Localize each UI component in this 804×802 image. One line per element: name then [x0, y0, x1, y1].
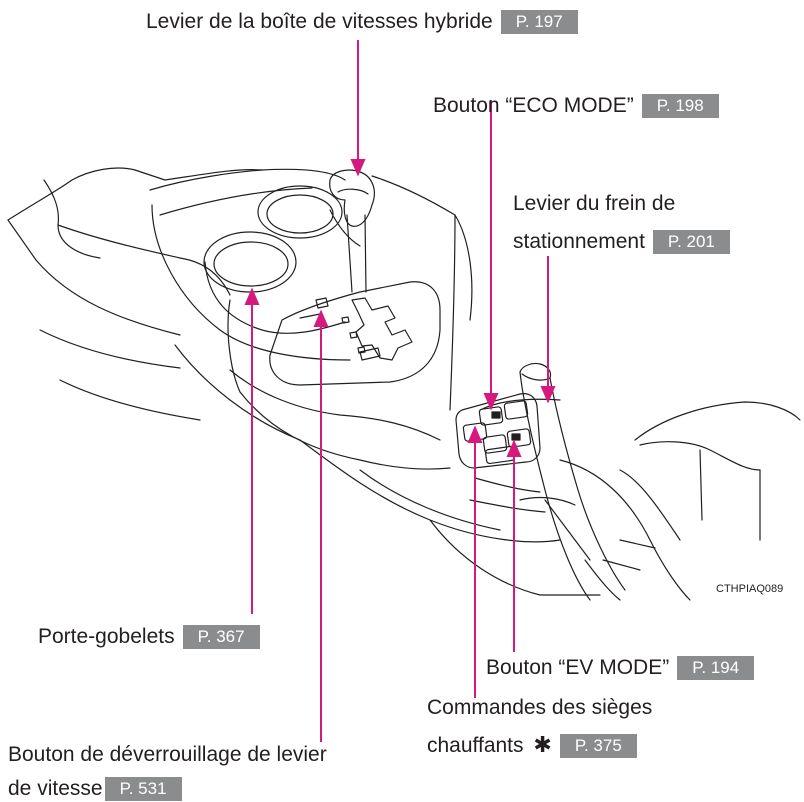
ev-mode-page-badge[interactable]: P. 194	[677, 656, 754, 680]
shift-lock-label-line1: Bouton de déverrouillage de levier	[8, 742, 327, 768]
cup-holders-label: Porte-gobelets P. 367	[38, 624, 260, 650]
shift-lock-text-line1: Bouton de déverrouillage de levier	[8, 743, 327, 766]
parking-brake-text-line2: stationnement	[513, 230, 645, 253]
shift-lock-text-line2: de vitesse	[8, 777, 103, 800]
parking-brake-label-line2: stationnement P. 201	[513, 229, 730, 255]
eco-mode-label: Bouton “ECO MODE” P. 198	[433, 93, 719, 119]
heated-seats-label-line2: chauffants ✱ P. 375	[427, 732, 637, 759]
parking-brake-label-line1: Levier du frein de	[513, 191, 675, 217]
ev-mode-label: Bouton “EV MODE” P. 194	[486, 655, 754, 681]
gear-lever-label: Levier de la boîte de vitesses hybride P.…	[146, 9, 578, 35]
parking-brake-page-badge[interactable]: P. 201	[653, 230, 730, 254]
gear-lever-page-badge[interactable]: P. 197	[501, 10, 578, 34]
gear-lever-text: Levier de la boîte de vitesses hybride	[146, 10, 493, 33]
heated-seats-label-line1: Commandes des sièges	[427, 695, 652, 721]
shift-lock-page-badge[interactable]: P. 531	[105, 777, 182, 801]
ev-mode-text: Bouton “EV MODE”	[486, 656, 669, 679]
heated-seats-page-badge[interactable]: P. 375	[560, 734, 637, 758]
eco-mode-page-badge[interactable]: P. 198	[642, 94, 719, 118]
cup-holders-text: Porte-gobelets	[38, 625, 175, 648]
image-code: CTHPIAQ089	[716, 583, 783, 595]
asterisk-icon: ✱	[533, 732, 551, 757]
heated-seats-text-line1: Commandes des sièges	[427, 696, 652, 719]
eco-mode-text: Bouton “ECO MODE”	[433, 94, 634, 117]
parking-brake-text-line1: Levier du frein de	[513, 192, 675, 215]
heated-seats-text-line2: chauffants	[427, 734, 524, 757]
cup-holders-page-badge[interactable]: P. 367	[183, 625, 260, 649]
